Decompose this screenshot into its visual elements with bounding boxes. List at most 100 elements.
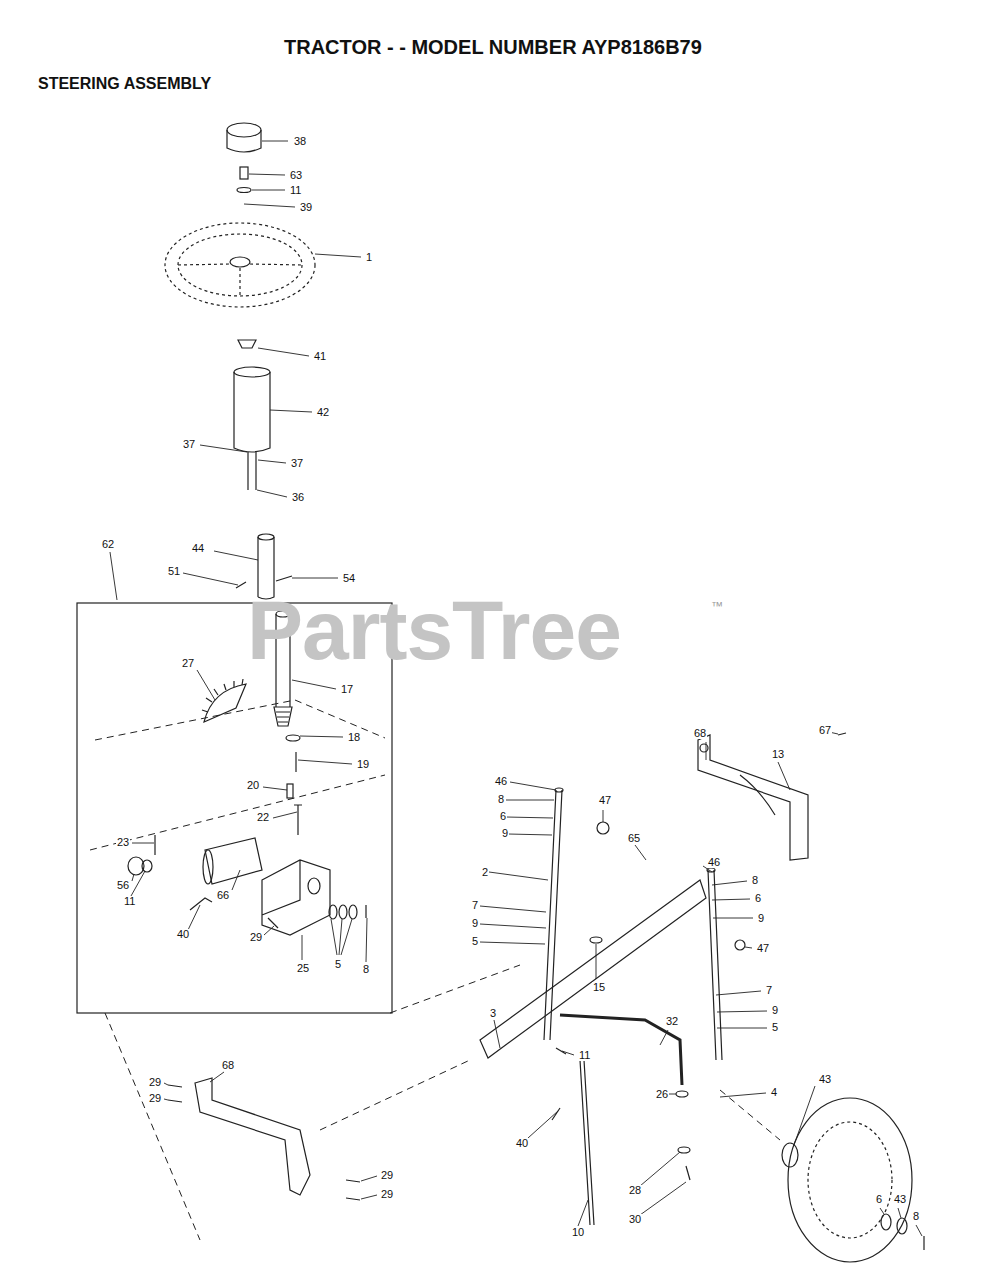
callout-number: 11: [289, 185, 302, 196]
steering-wheel-parts: [248, 452, 256, 490]
leader-lines: [200, 141, 361, 497]
callout-number: 43: [893, 1194, 907, 1205]
front-axle-parts: [676, 1091, 688, 1097]
callout-number: 41: [313, 351, 327, 362]
callout-number: 8: [497, 794, 505, 805]
callout-number: 65: [627, 833, 641, 844]
callout-number: 29: [249, 932, 263, 943]
callout-number: 43: [818, 1074, 832, 1085]
callout-number: 7: [765, 985, 773, 996]
steering-gear-group: [202, 679, 243, 712]
callout-number: 67: [818, 725, 832, 736]
steering-gear-group: [204, 684, 246, 722]
steering-gear-group: [203, 850, 213, 884]
callout-number: 5: [471, 936, 479, 947]
steering-wheel-parts: [238, 340, 256, 348]
front-axle-parts: [105, 965, 780, 1240]
callout-number: 4: [770, 1087, 778, 1098]
steering-wheel-parts: [227, 130, 261, 152]
front-axle-parts: [556, 1048, 566, 1054]
callout-number: 32: [665, 1016, 679, 1027]
callout-number: 54: [342, 573, 356, 584]
callout-number: 9: [771, 1005, 779, 1016]
callout-number: 37: [290, 458, 304, 469]
callout-number: 22: [256, 812, 270, 823]
front-axle-parts: [788, 1098, 912, 1262]
steering-gear-group: [155, 835, 366, 918]
callout-number: 25: [296, 963, 310, 974]
callout-number: 42: [316, 407, 330, 418]
front-axle-parts: [740, 775, 775, 815]
callout-number: 68: [693, 728, 707, 739]
front-axle-parts: [168, 1085, 360, 1200]
callout-number: 1: [365, 252, 373, 263]
callout-number: 18: [347, 732, 361, 743]
front-axle-parts: [708, 870, 722, 1060]
callout-number: 9: [501, 828, 509, 839]
callout-number: 15: [592, 982, 606, 993]
callout-number: 40: [515, 1138, 529, 1149]
callout-number: 28: [628, 1185, 642, 1196]
front-axle-parts: [105, 733, 924, 1262]
callout-number: 29: [148, 1093, 162, 1104]
steering-gear-group: [329, 905, 337, 919]
front-axle-parts: [597, 822, 609, 834]
steering-gear-group: [349, 905, 357, 919]
callout-number: 36: [291, 492, 305, 503]
callout-number: 17: [340, 684, 354, 695]
section-heading: STEERING ASSEMBLY: [38, 76, 211, 92]
callout-number: 27: [181, 658, 195, 669]
steering-wheel-parts: [178, 234, 302, 296]
leader-lines: [110, 141, 922, 1236]
callout-number: 8: [362, 964, 370, 975]
front-axle-parts: [195, 1078, 310, 1195]
callout-number: 44: [191, 543, 205, 554]
callout-number: 2: [481, 867, 489, 878]
callout-number: 19: [356, 759, 370, 770]
steering-wheel-parts: [230, 257, 250, 267]
callout-number: 46: [494, 776, 508, 787]
page-title: TRACTOR - - MODEL NUMBER AYP8186B79: [284, 37, 702, 57]
steering-gear-group: [274, 707, 292, 726]
callout-number: 5: [771, 1022, 779, 1033]
front-axle-parts: [686, 1166, 690, 1180]
callout-number: 51: [167, 566, 181, 577]
callout-number: 38: [293, 136, 307, 147]
steering-gear-group: [295, 752, 296, 772]
front-axle-parts: [480, 880, 706, 1058]
callout-number: 9: [471, 918, 479, 929]
callout-number: 40: [176, 929, 190, 940]
callout-number: 11: [578, 1050, 591, 1061]
leader-lines: [131, 843, 367, 962]
callout-number: 10: [571, 1227, 585, 1238]
callout-number: 29: [380, 1189, 394, 1200]
leader-lines: [494, 866, 767, 1097]
trademark-mark: ™: [711, 600, 723, 612]
callout-number: 63: [289, 170, 303, 181]
steering-gear-group: [294, 805, 302, 835]
leader-lines: [480, 732, 838, 944]
steering-wheel-parts: [178, 264, 302, 296]
callout-number: 62: [101, 539, 115, 550]
callout-number: 5: [334, 959, 342, 970]
callout-number: 39: [299, 202, 313, 213]
watermark: PartsTree: [247, 588, 621, 672]
front-axle-parts: [552, 1108, 560, 1120]
callout-number: 47: [756, 943, 770, 954]
callout-number: 46: [707, 857, 721, 868]
steering-gear-group: [287, 784, 293, 798]
front-axle-parts: [555, 788, 563, 792]
front-axle-parts: [580, 1060, 594, 1225]
front-axle-parts: [782, 1143, 798, 1167]
callout-number: 68: [221, 1060, 235, 1071]
callout-number: 29: [148, 1077, 162, 1088]
callout-number: 3: [489, 1008, 497, 1019]
steering-gear-group: [142, 860, 152, 872]
callout-number: 47: [598, 795, 612, 806]
steering-wheel-parts: [237, 188, 251, 193]
callout-number: 7: [471, 900, 479, 911]
front-axle-parts: [923, 1236, 924, 1250]
callout-number: 23: [116, 837, 130, 848]
